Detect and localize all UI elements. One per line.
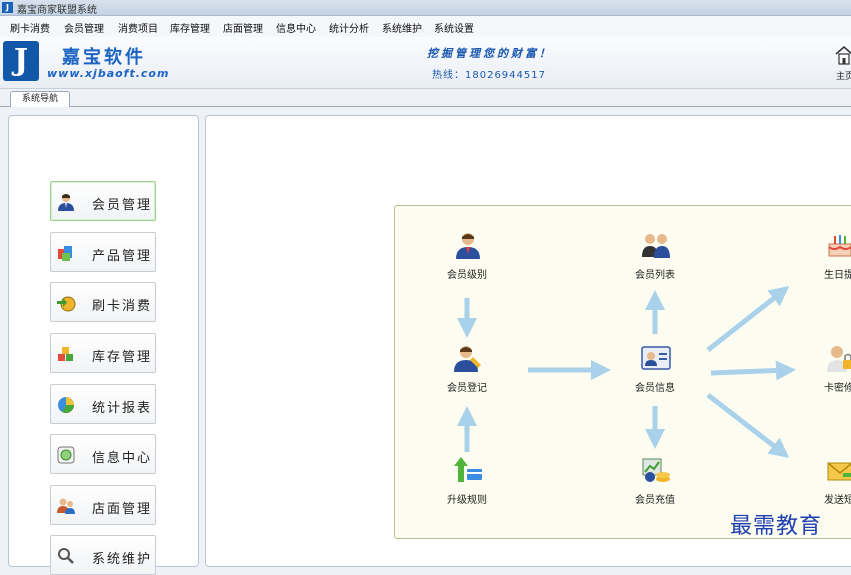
sidebar-item-label: 刷卡消费 [92,299,153,314]
node-label: 卡密修 [824,383,851,394]
birthday-cake-icon [828,235,851,257]
node-member-list[interactable]: 会员列表 [623,226,687,290]
menu-member-manage[interactable]: 会员管理 [64,24,104,35]
upgrade-rule-icon [454,457,482,482]
home-button[interactable]: 主页 [835,45,851,83]
sidebar: 会员管理 产品管理 刷卡消费 库存管理 统计报表 信息中心 店 [8,115,199,575]
home-icon [835,46,851,65]
product-icon [58,246,72,261]
node-member-register[interactable]: 会员登记 [435,339,499,403]
menu-consume-items[interactable]: 消费项目 [118,24,158,35]
inventory-icon [58,347,73,361]
sidebar-item-card-consume[interactable]: 刷卡消费 [50,282,156,322]
sidebar-item-report[interactable]: 统计报表 [50,384,156,424]
arrow-info-to-birthday [706,286,790,352]
sidebar-item-member[interactable]: 会员管理 [50,181,156,221]
sidebar-item-product[interactable]: 产品管理 [50,232,156,272]
logo-name: 嘉宝软件 [62,47,146,68]
title-bar: J 嘉宝商家联盟系统 [0,0,851,16]
node-label: 发送短 [824,495,851,506]
sidebar-item-label: 店面管理 [92,502,153,517]
node-send-sms[interactable]: 发送短 [807,451,851,515]
watermark: 最需教育 [730,514,823,539]
sidebar-item-label: 会员管理 [92,198,153,213]
member-recharge-icon [642,458,670,482]
hotline: 热线：18026944517 [432,70,546,81]
sidebar-item-store[interactable]: 店面管理 [50,485,156,525]
node-member-recharge[interactable]: 会员充值 [623,451,687,515]
slogan: 挖掘管理您的财富！ [427,47,553,60]
sidebar-item-label: 产品管理 [92,249,153,264]
member-flow-diagram: 会员级别 会员登记 升级规则 会员列表 会员信息 [394,205,851,539]
node-member-level[interactable]: 会员级别 [435,226,499,290]
member-register-icon [454,346,481,372]
tab-strip: 系统导航 [0,89,851,107]
node-card-password[interactable]: 卡密修 [807,339,851,403]
node-upgrade-rule[interactable]: 升级规则 [435,451,499,515]
menu-settings[interactable]: 系统设置 [434,24,474,35]
sidebar-item-label: 库存管理 [92,350,153,365]
menu-bar: 刷卡消费 会员管理 消费项目 库存管理 店面管理 信息中心 统计分析 系统维护 … [0,16,851,38]
arrow-info-to-card-password [710,360,796,381]
card-swipe-icon [57,296,76,312]
node-label: 生日提 [824,270,851,281]
member-icon [58,194,74,211]
node-label: 会员登记 [447,383,487,394]
arrow-info-to-sms [706,393,790,458]
node-label: 会员信息 [635,383,675,394]
maintenance-icon [58,548,74,564]
node-label: 会员列表 [635,270,675,281]
node-label: 会员级别 [447,270,487,281]
member-info-icon [641,346,671,370]
menu-info-center[interactable]: 信息中心 [276,24,316,35]
menu-card-consume[interactable]: 刷卡消费 [10,24,50,35]
logo-icon: J [3,41,39,81]
header-banner: J 嘉宝软件 www.xjbaoft.com 挖掘管理您的财富！ 热线：1802… [0,37,851,89]
send-sms-icon [827,462,851,481]
node-member-info[interactable]: 会员信息 [623,339,687,403]
node-birthday-reminder[interactable]: 生日提 [807,226,851,290]
store-icon [57,498,75,514]
logo-url: www.xjbaoft.com [47,67,170,80]
sidebar-item-label: 系统维护 [92,552,153,567]
window-title: 嘉宝商家联盟系统 [17,5,97,16]
sidebar-item-info-center[interactable]: 信息中心 [50,434,156,474]
member-list-icon [642,234,670,258]
flow-arrows [457,286,796,458]
member-level-icon [456,233,480,259]
sidebar-item-maintenance[interactable]: 系统维护 [50,535,156,575]
menu-store[interactable]: 店面管理 [223,24,263,35]
report-pie-icon [58,397,75,414]
node-label: 升级规则 [447,495,487,506]
message-icon [57,446,75,464]
tab-system-nav[interactable]: 系统导航 [10,91,70,107]
node-label: 会员充值 [635,495,675,506]
sidebar-item-label: 信息中心 [92,451,153,466]
sidebar-item-inventory[interactable]: 库存管理 [50,333,156,373]
menu-statistics[interactable]: 统计分析 [329,24,369,35]
card-password-icon [827,346,851,372]
sidebar-item-label: 统计报表 [92,401,153,416]
menu-maintenance[interactable]: 系统维护 [382,24,422,35]
app-icon: J [2,2,13,13]
menu-inventory[interactable]: 库存管理 [170,24,210,35]
home-label: 主页 [836,72,851,82]
